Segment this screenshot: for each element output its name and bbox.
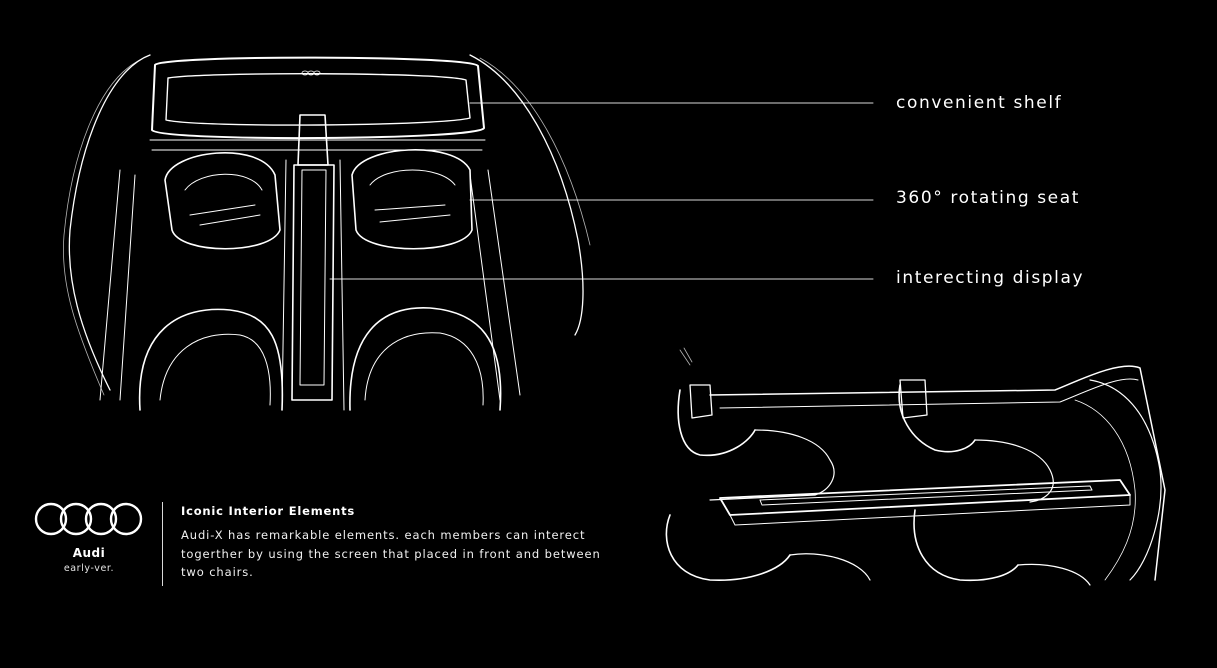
vertical-divider [162, 502, 163, 586]
car-body-outline [63, 54, 591, 401]
interior-top-view-sketch [63, 54, 640, 411]
info-block: Iconic Interior Elements Audi-X has rema… [181, 504, 611, 582]
info-title: Iconic Interior Elements [181, 504, 356, 518]
dashboard-perspective [679, 347, 1166, 581]
info-body: Audi-X has remarkable elements. each mem… [181, 528, 601, 579]
callout-display-label: interecting display [896, 268, 1085, 288]
callout-shelf-label: convenient shelf [896, 93, 1063, 113]
dashboard-shelf [149, 56, 486, 151]
callout-seat-label: 360° rotating seat [896, 188, 1081, 208]
seats-perspective [665, 379, 1091, 586]
center-console-display [281, 114, 345, 411]
brand-subtitle: early-ver. [63, 563, 115, 574]
audi-logo-block: Audi early-ver. [24, 500, 154, 574]
rear-seats [138, 307, 502, 411]
callout-leader-extensions [640, 102, 874, 280]
center-display-perspective [719, 479, 1131, 526]
interior-perspective-sketch [665, 347, 1166, 586]
front-seats [164, 149, 473, 250]
brand-name: Audi [72, 546, 106, 560]
audi-four-rings-icon [34, 502, 143, 536]
callout-leader-lines [329, 102, 640, 280]
